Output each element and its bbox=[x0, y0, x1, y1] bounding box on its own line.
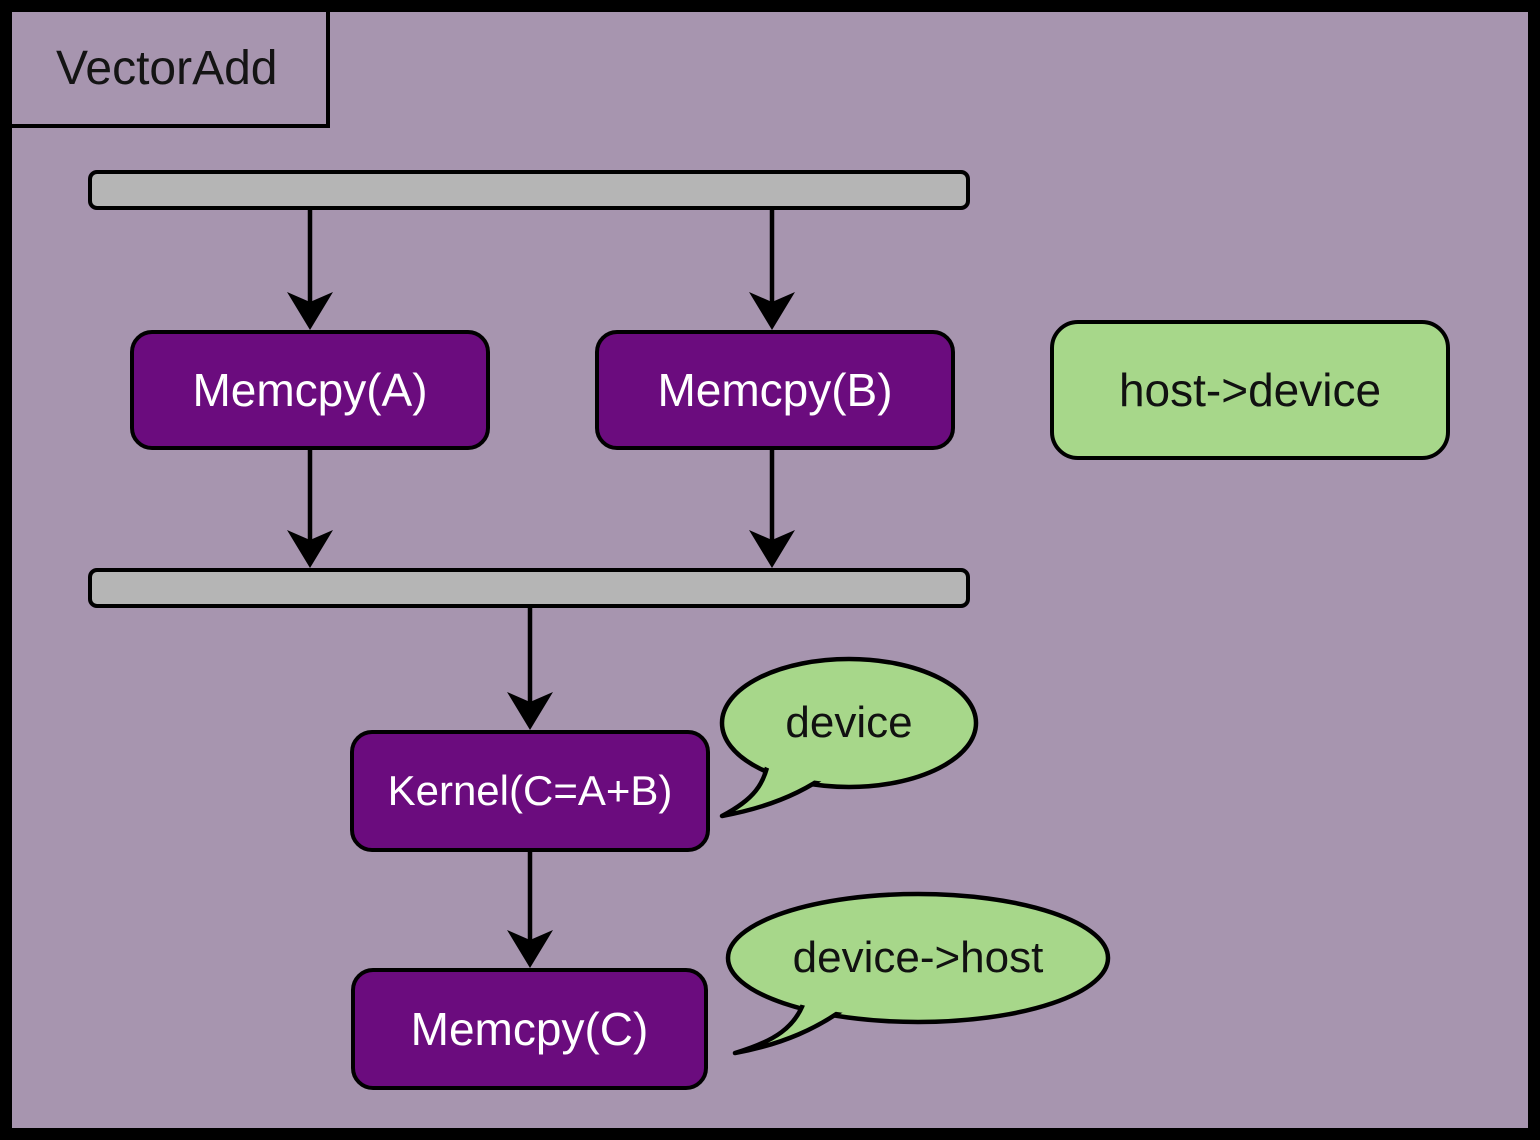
annotation-host-device: host->device bbox=[1050, 320, 1450, 460]
arrowhead-icon bbox=[507, 930, 553, 968]
arrowhead-icon bbox=[287, 292, 333, 330]
arrowhead-icon bbox=[507, 692, 553, 730]
arrowheads bbox=[287, 292, 795, 968]
barrier-bar-top bbox=[88, 170, 970, 210]
speech-bubble-device bbox=[719, 656, 979, 819]
edge-lines bbox=[307, 208, 775, 940]
arrowhead-icon bbox=[749, 530, 795, 568]
arrowhead-icon bbox=[287, 530, 333, 568]
node-label: Kernel(C=A+B) bbox=[387, 767, 673, 814]
annotation-label: host->device bbox=[1118, 364, 1382, 416]
node-memcpy-a: Memcpy(A) bbox=[130, 330, 490, 450]
barrier-bar-middle bbox=[88, 568, 970, 608]
edge-layer bbox=[287, 208, 1111, 1056]
node-kernel: Kernel(C=A+B) bbox=[350, 730, 710, 852]
node-memcpy-c: Memcpy(C) bbox=[351, 968, 708, 1090]
graph-title-box: VectorAdd bbox=[12, 12, 330, 128]
graph-title: VectorAdd bbox=[56, 41, 278, 95]
node-label: Memcpy(C) bbox=[410, 1003, 649, 1055]
node-memcpy-b: Memcpy(B) bbox=[595, 330, 955, 450]
node-label: Memcpy(B) bbox=[657, 364, 893, 416]
node-label: Memcpy(A) bbox=[192, 364, 428, 416]
speech-bubble-device-host bbox=[725, 891, 1111, 1056]
arrowhead-icon bbox=[749, 292, 795, 330]
